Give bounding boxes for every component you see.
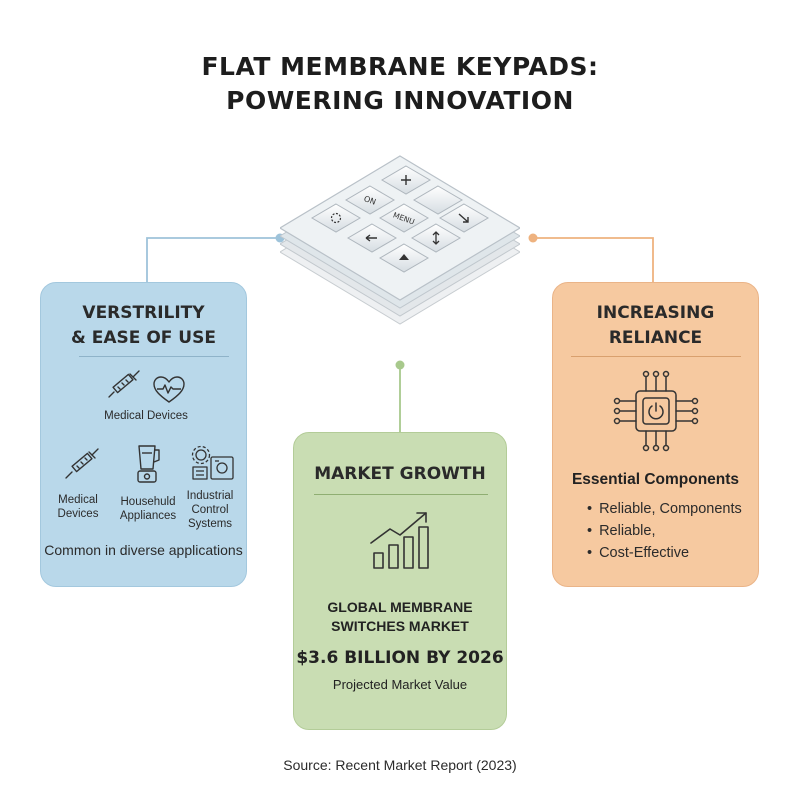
keypad-keys: ON MENU: [311, 165, 489, 273]
key-on: ON: [345, 185, 395, 215]
industrial-control-label-line1: Industrial: [186, 490, 234, 502]
key-power: [311, 203, 361, 233]
syringe-icon: [108, 370, 140, 398]
market-subtitle: GLOBAL MEMBRANE SWITCHES MARKET: [294, 598, 506, 636]
versatility-note: Common in diverse applications: [44, 542, 243, 558]
key-arrow-updown: [411, 223, 461, 253]
page-title-line2: POWERING INNOVATION: [226, 86, 574, 115]
market-subtitle-line2: SWITCHES MARKET: [331, 618, 469, 634]
market-value-note: Projected Market Value: [332, 677, 468, 692]
key-arrow-down-right: [439, 203, 489, 233]
growth-chart-icon: [370, 512, 429, 569]
blender-icon: [137, 445, 160, 483]
reliance-bullet: Reliable,: [587, 520, 742, 542]
heart-pulse-icon: [153, 376, 185, 403]
reliance-bullet: Cost-Effective: [587, 542, 742, 564]
page-title-line1: FLAT MEMBRANE KEYPADS:: [201, 52, 599, 81]
versatility-title: VERSTRILITY & EASE OF USE: [41, 301, 246, 351]
key-blank: [413, 185, 463, 215]
reliance-bullet: Reliable, Components: [587, 498, 742, 520]
key-on-label: ON: [363, 194, 378, 207]
key-arrow-left: [347, 223, 397, 253]
connector-right: [528, 233, 654, 283]
household-appliances-label-line1: Househuld: [120, 496, 176, 508]
medical-devices-label-line2: Devices: [57, 508, 99, 520]
market-subtitle-line1: GLOBAL MEMBRANE: [327, 599, 473, 615]
industrial-gear-icon: [191, 445, 234, 480]
versatility-card: VERSTRILITY & EASE OF USE Medical Device…: [40, 282, 247, 587]
market-growth-title: MARKET GROWTH: [314, 464, 486, 484]
connector-left: [146, 233, 285, 283]
syringe-icon: [65, 448, 99, 479]
connector-center: [395, 360, 405, 433]
industrial-control-label: Industrial Control Systems: [169, 489, 251, 531]
household-appliances-label: Househuld Appliances: [113, 495, 183, 523]
reliance-card: INCREASING RELIANCE Essential Components…: [552, 282, 759, 587]
household-appliances-label-line2: Appliances: [119, 510, 177, 522]
key-menu: MENU: [379, 203, 429, 233]
key-arrow-up: [379, 243, 429, 273]
reliance-title: INCREASING RELIANCE: [553, 301, 758, 351]
medical-devices-label-line1: Medical: [58, 494, 98, 506]
versatility-top-label: Medical Devices: [104, 410, 188, 422]
reliance-divider: [571, 356, 741, 357]
reliance-title-line2: RELIANCE: [608, 328, 703, 348]
page-title: FLAT MEMBRANE KEYPADS: POWERING INNOVATI…: [0, 50, 800, 118]
market-growth-divider: [314, 494, 488, 495]
reliance-subtitle: Essential Components: [571, 471, 740, 488]
market-growth-card: MARKET GROWTH GLOBAL MEMBRANE SWITCHES M…: [293, 432, 507, 730]
key-updown: [381, 165, 431, 195]
market-value: $3.6 BILLION BY 2026: [296, 648, 504, 668]
industrial-control-label-line2: Control Systems: [187, 504, 233, 530]
versatility-divider: [79, 356, 229, 357]
versatility-title-line2: & EASE OF USE: [71, 328, 216, 348]
source-note: Source: Recent Market Report (2023): [283, 757, 517, 773]
microchip-icon: [613, 370, 699, 452]
versatility-title-line1: VERSTRILITY: [82, 303, 205, 323]
reliance-bullets: Reliable, Components Reliable, Cost-Effe…: [587, 498, 742, 564]
reliance-title-line1: INCREASING: [596, 303, 715, 323]
medical-devices-label: Medical Devices: [53, 493, 103, 521]
membrane-keypad-illustration: ON MENU: [280, 155, 520, 325]
